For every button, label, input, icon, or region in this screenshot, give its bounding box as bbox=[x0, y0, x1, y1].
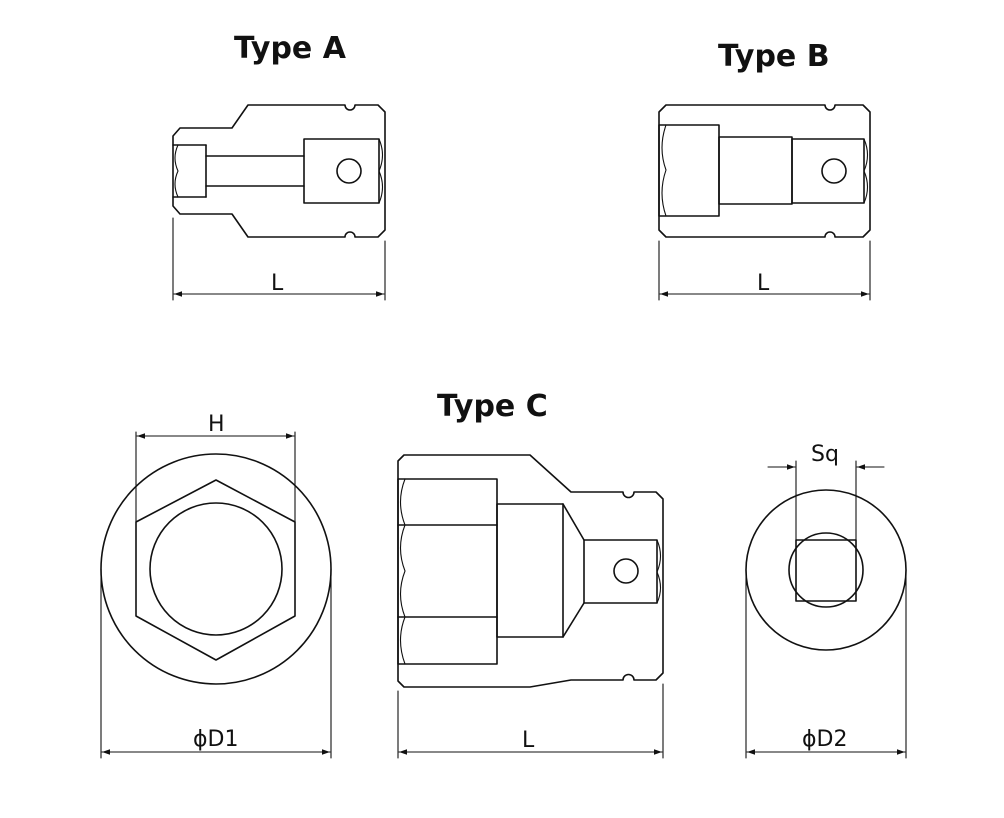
type-b-length-label: L bbox=[757, 271, 770, 296]
type-c-length-label: L bbox=[522, 728, 535, 753]
type-c-figure: Type C H ϕD1 bbox=[100, 389, 907, 759]
type-b-figure: Type B L bbox=[658, 39, 871, 301]
type-a-figure: Type A L bbox=[172, 31, 386, 301]
type-c-d1-label: ϕD1 bbox=[193, 727, 238, 752]
type-c-title: Type C bbox=[437, 389, 548, 424]
type-a-length-label: L bbox=[271, 271, 284, 296]
type-b-pin-hole bbox=[821, 158, 847, 184]
type-c-rear-view: Sq ϕD2 bbox=[745, 442, 907, 759]
type-a-title: Type A bbox=[234, 31, 347, 66]
type-c-outer-circle-d2 bbox=[745, 489, 907, 651]
type-b-length-dimension: L bbox=[658, 240, 871, 301]
type-c-square-drive bbox=[795, 539, 857, 602]
type-c-side-view: L bbox=[397, 454, 664, 759]
type-c-d2-label: ϕD2 bbox=[802, 727, 847, 752]
type-c-hex-opening bbox=[135, 479, 296, 661]
type-b-socket-outline bbox=[658, 104, 871, 238]
type-a-socket-outline bbox=[172, 104, 386, 238]
type-a-length-dimension: L bbox=[172, 217, 386, 301]
type-c-front-view: H ϕD1 bbox=[100, 412, 332, 759]
type-b-title: Type B bbox=[718, 39, 830, 74]
type-a-pin-hole bbox=[336, 158, 362, 184]
type-c-pin-hole bbox=[613, 558, 639, 584]
type-c-hex-label: H bbox=[208, 412, 225, 437]
type-c-square-label: Sq bbox=[811, 442, 839, 467]
type-c-drive-bore-circle bbox=[788, 532, 864, 608]
type-c-bore-circle bbox=[149, 502, 283, 636]
